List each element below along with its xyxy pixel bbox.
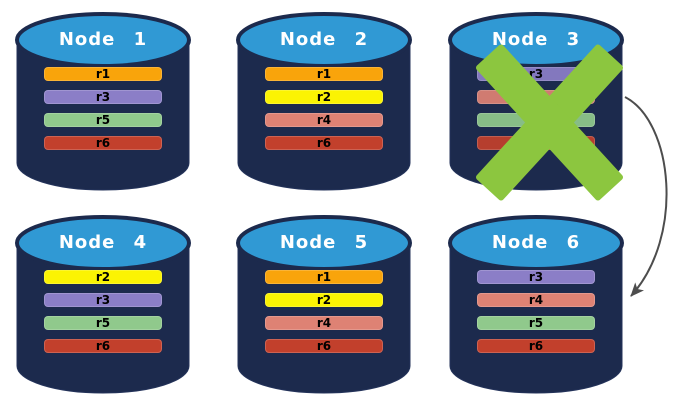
db-node-6: Node 6 r3 r4 r5 r6 bbox=[446, 211, 626, 399]
replica-row-r2: r2 bbox=[44, 270, 162, 284]
replica-rows: r3 r4 r5 r6 bbox=[477, 270, 595, 362]
replica-row-label: r4 bbox=[316, 113, 332, 127]
replica-row-label: r2 bbox=[95, 270, 111, 284]
replica-row-label: r3 bbox=[528, 270, 544, 284]
replica-row-r4: r4 bbox=[477, 293, 595, 307]
replica-row-r6: r6 bbox=[44, 339, 162, 353]
replica-row-label: r6 bbox=[95, 136, 111, 150]
replica-row-label: r6 bbox=[528, 339, 544, 353]
replica-row-r6: r6 bbox=[44, 136, 162, 150]
replica-row-label: r4 bbox=[316, 316, 332, 330]
replica-row-label: r3 bbox=[95, 293, 111, 307]
replica-row-label: r4 bbox=[528, 293, 544, 307]
replica-row-r5: r5 bbox=[477, 316, 595, 330]
replica-row-r1: r1 bbox=[44, 67, 162, 81]
node-title: Node 3 bbox=[491, 29, 581, 50]
replica-rows: r2 r3 r5 r6 bbox=[44, 270, 162, 362]
replica-row-label: r6 bbox=[316, 339, 332, 353]
replica-row-label: r1 bbox=[316, 67, 332, 81]
replica-row-r3: r3 bbox=[44, 293, 162, 307]
replica-row-label: r5 bbox=[95, 316, 111, 330]
replica-row-r6: r6 bbox=[265, 339, 383, 353]
replica-row-label: r2 bbox=[316, 90, 332, 104]
replica-rows: r1 r2 r4 r6 bbox=[265, 67, 383, 159]
replica-row-label: r3 bbox=[95, 90, 111, 104]
node-title: Node 5 bbox=[279, 232, 369, 253]
replica-row-r4: r4 bbox=[265, 316, 383, 330]
failure-x-icon bbox=[475, 44, 624, 201]
replica-row-label: r1 bbox=[95, 67, 111, 81]
failover-arrow-path bbox=[624, 96, 668, 297]
db-node-1: Node 1 r1 r3 r5 r6 bbox=[13, 8, 193, 196]
replica-row-r3: r3 bbox=[44, 90, 162, 104]
db-node-5: Node 5 r1 r2 r4 r6 bbox=[234, 211, 414, 399]
replica-rows: r1 r2 r4 r6 bbox=[265, 270, 383, 362]
node-title: Node 2 bbox=[279, 29, 369, 50]
node-title: Node 4 bbox=[58, 232, 148, 253]
replica-row-label: r6 bbox=[95, 339, 111, 353]
node-title: Node 1 bbox=[58, 29, 148, 50]
replica-row-r1: r1 bbox=[265, 270, 383, 284]
replica-row-r2: r2 bbox=[265, 293, 383, 307]
db-node-2: Node 2 r1 r2 r4 r6 bbox=[234, 8, 414, 196]
replica-row-r5: r5 bbox=[44, 316, 162, 330]
replica-row-label: r5 bbox=[95, 113, 111, 127]
replica-row-r6: r6 bbox=[265, 136, 383, 150]
db-node-4: Node 4 r2 r3 r5 r6 bbox=[13, 211, 193, 399]
replica-row-label: r6 bbox=[316, 136, 332, 150]
node-title: Node 6 bbox=[491, 232, 581, 253]
replica-row-r3: r3 bbox=[477, 270, 595, 284]
replica-row-label: r2 bbox=[316, 293, 332, 307]
replica-rows: r1 r3 r5 r6 bbox=[44, 67, 162, 159]
replica-row-r1: r1 bbox=[265, 67, 383, 81]
replica-row-label: r1 bbox=[316, 270, 332, 284]
replica-row-r4: r4 bbox=[265, 113, 383, 127]
replica-row-r2: r2 bbox=[265, 90, 383, 104]
replica-row-label: r5 bbox=[528, 316, 544, 330]
replica-row-r6: r6 bbox=[477, 339, 595, 353]
replica-row-r5: r5 bbox=[44, 113, 162, 127]
